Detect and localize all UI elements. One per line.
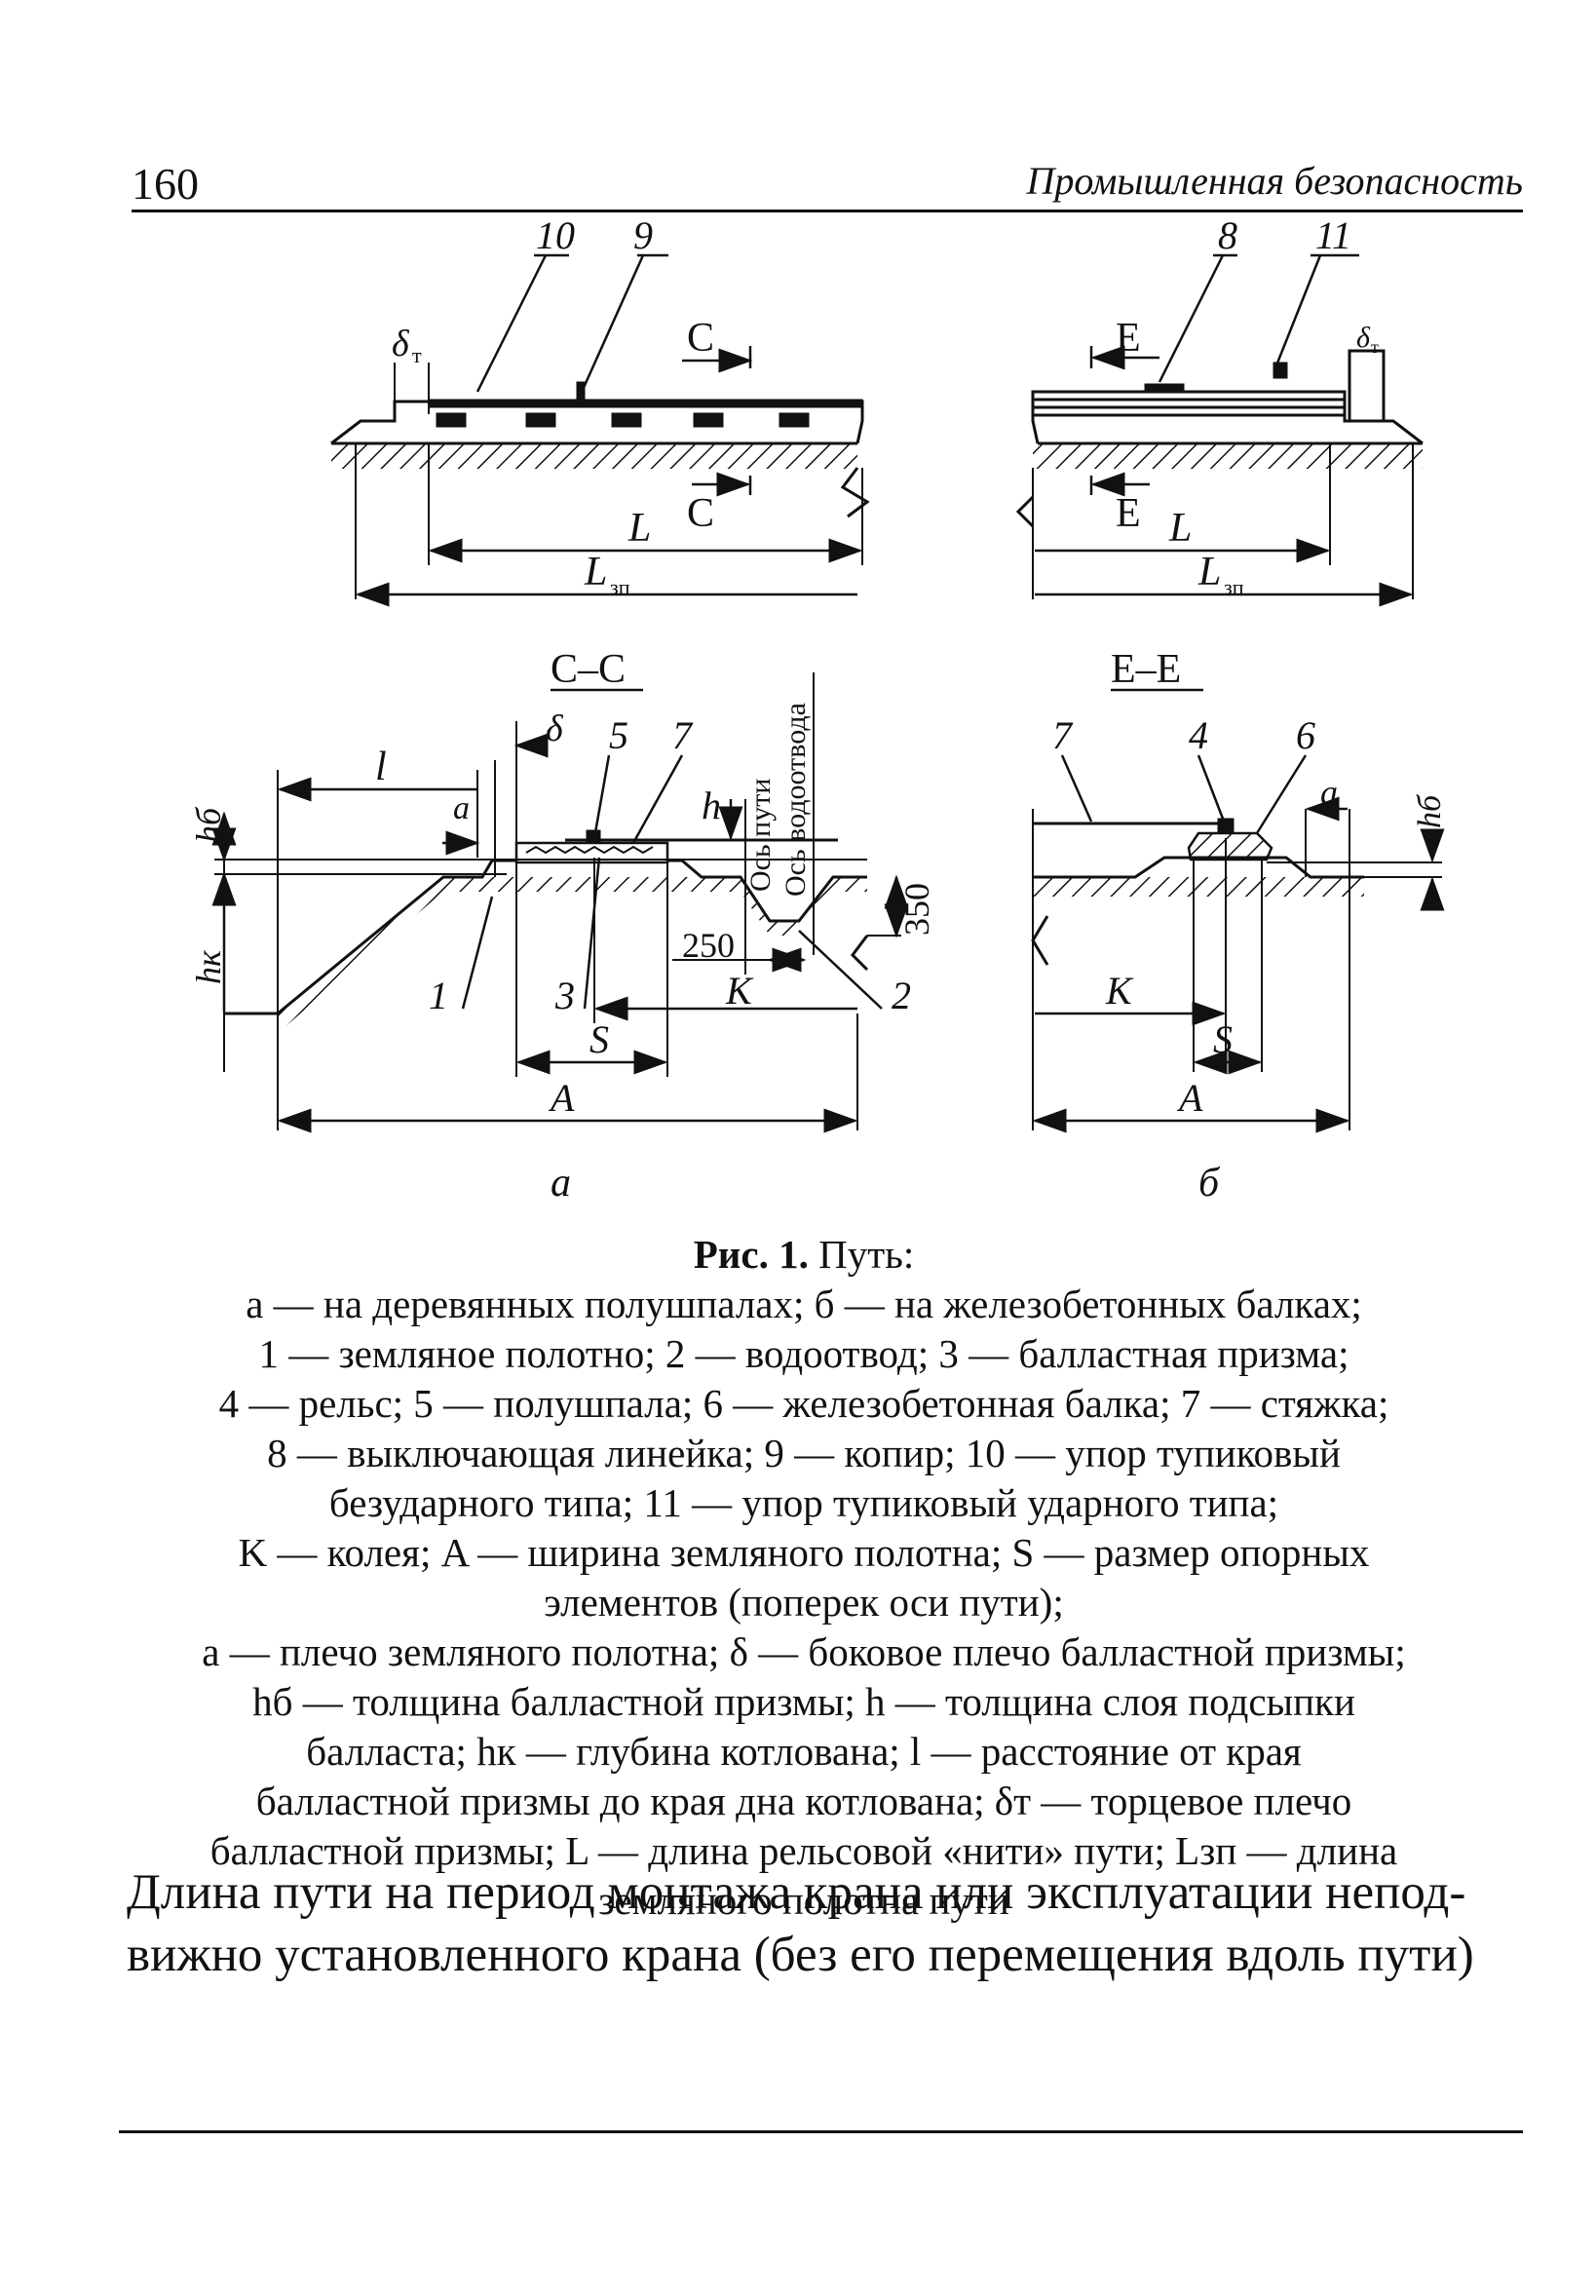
caption-line: элементов (поперек оси пути); [544,1580,1064,1625]
svg-text:т: т [1371,337,1379,357]
svg-text:8: 8 [1218,213,1237,257]
body-line: Длина пути на период монтажа крана или э… [127,1865,1466,1920]
svg-text:A: A [1176,1076,1203,1120]
svg-text:4: 4 [1189,713,1208,757]
svg-text:hк: hк [189,949,228,984]
body-paragraph: Длина пути на период монтажа крана или э… [127,1861,1520,1986]
header-rule [132,210,1523,212]
svg-text:δ: δ [1356,322,1371,354]
svg-text:hб: hб [1412,793,1448,828]
svg-text:зп: зп [1224,575,1244,599]
svg-text:hб: hб [189,806,228,843]
caption-line: а — плечо земляного полотна; δ — боковое… [202,1629,1406,1674]
subfigure-label-a: а [551,1161,571,1205]
svg-text:1: 1 [429,974,448,1017]
page-number: 160 [132,159,199,209]
running-title: Промышленная безопасность [1026,159,1523,203]
footer-rule [119,2130,1523,2133]
svg-text:K: K [725,969,754,1013]
svg-text:С: С [687,491,714,536]
svg-text:a: a [453,790,470,826]
elevation-b: 8 11 δ т Е Е L L зп [1015,213,1424,607]
svg-text:10: 10 [536,213,575,257]
svg-text:A: A [548,1076,575,1120]
svg-text:L: L [627,506,651,551]
svg-text:т: т [412,343,422,367]
caption-line: балласта; hк — глубина котлована; l — ра… [306,1729,1302,1774]
svg-text:S: S [589,1017,609,1061]
section-c-c: С–С [189,647,936,1133]
svg-text:250: 250 [682,926,735,965]
svg-text:Е: Е [1116,316,1141,361]
caption-line: 4 — рельс; 5 — полушпала; 6 — железобето… [218,1381,1389,1426]
svg-text:h: h [702,784,721,827]
elevation-a: δ т 10 9 С С L L зп [330,213,870,607]
svg-text:5: 5 [609,713,628,757]
svg-text:L: L [1197,550,1221,594]
svg-text:l: l [375,745,387,789]
svg-text:Ось пути: Ось пути [744,779,777,892]
svg-text:3: 3 [554,974,575,1017]
section-e-e: Е–Е 7 4 6 a K S A hб [1031,647,1448,1133]
caption-line: 8 — выключающая линейка; 9 — копир; 10 —… [267,1431,1341,1475]
svg-text:350: 350 [897,883,936,936]
body-line: вижно установленного крана (без его пере… [127,1928,1474,1982]
svg-text:S: S [1213,1017,1233,1061]
svg-text:зп: зп [610,575,630,599]
caption-title-line: Рис. 1. Путь: [107,1230,1501,1280]
svg-text:δ: δ [546,708,564,749]
svg-text:7: 7 [672,713,694,757]
svg-text:9: 9 [633,213,653,257]
svg-text:a: a [1320,773,1338,812]
track-figure: δ т 10 9 С С L L зп 8 11 δ [189,213,1448,1133]
caption-line: а — на деревянных полушпалах; б — на жел… [246,1282,1362,1326]
caption-line: земляного полотна пути [598,1878,1009,1923]
svg-text:L: L [584,550,607,594]
caption-title: Рис. 1. [693,1232,809,1277]
svg-text:δ: δ [392,324,410,364]
caption-title-rest: Путь: [808,1232,915,1277]
svg-text:2: 2 [892,974,911,1017]
svg-text:L: L [1168,506,1192,551]
svg-text:Е: Е [1116,491,1141,536]
svg-text:С: С [687,316,714,361]
svg-text:K: K [1105,969,1134,1013]
caption-line: hб — толщина балластной призмы; h — толщ… [252,1679,1355,1724]
caption-line: безударного типа; 11 — упор тупиковый уд… [328,1480,1279,1525]
caption-line: 1 — земляное полотно; 2 — водоотвод; 3 —… [258,1331,1349,1376]
caption-line: K — колея; A — ширина земляного полотна;… [238,1530,1370,1575]
caption-line: балластной призмы; L — длина рельсовой «… [209,1828,1398,1873]
svg-text:11: 11 [1315,213,1351,257]
caption-line: балластной призмы до края дна котлована;… [255,1779,1352,1823]
svg-text:7: 7 [1052,713,1074,757]
svg-text:С–С: С–С [551,647,626,692]
subfigure-label-b: б [1198,1161,1220,1205]
svg-text:6: 6 [1296,713,1315,757]
figure-caption: Рис. 1. Путь: а — на деревянных полушпал… [107,1230,1501,1926]
svg-text:Е–Е: Е–Е [1111,647,1181,692]
svg-text:Ось водоотвода: Ось водоотвода [779,703,812,897]
